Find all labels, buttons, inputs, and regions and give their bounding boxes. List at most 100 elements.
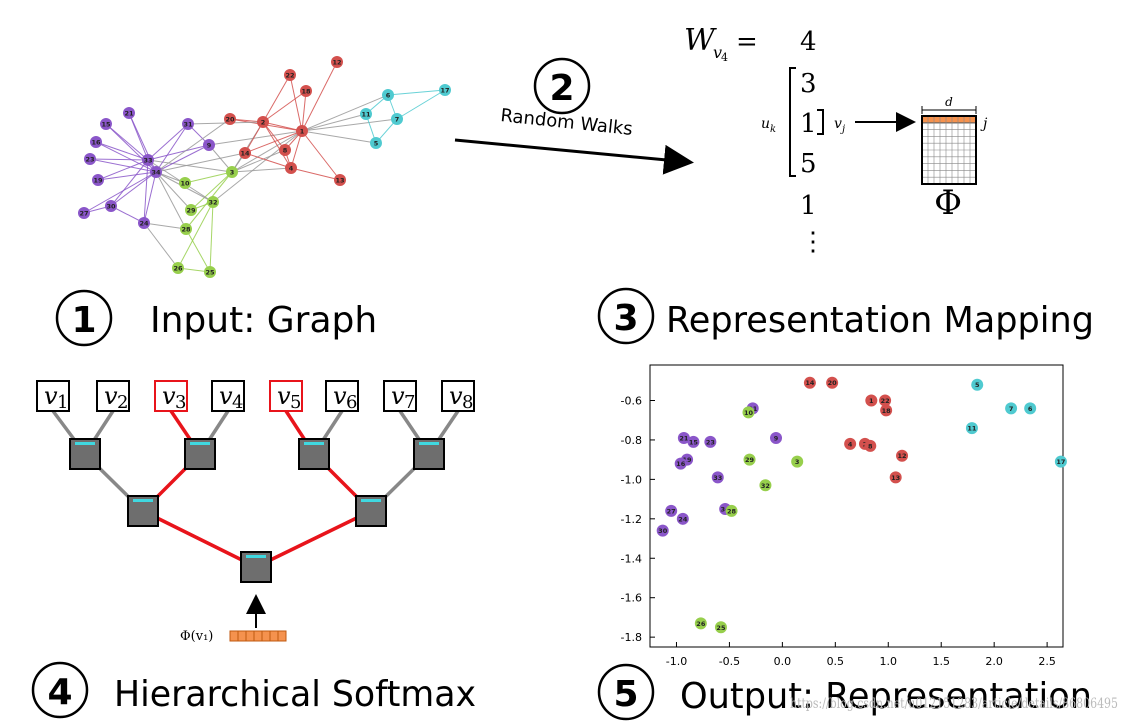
graph-edge	[147, 159, 233, 173]
graph-node-dot	[204, 266, 216, 278]
step-5-caption: 5 Output: Representation	[597, 663, 1092, 721]
graph-node-dot	[105, 200, 117, 212]
random-walks-label: Random Walks	[499, 105, 633, 140]
scatter-point-label: 18	[882, 407, 892, 415]
graph-node-label: 11	[361, 111, 371, 119]
scatter-point-dot	[1024, 402, 1037, 415]
graph-node: 32	[207, 196, 219, 208]
graph-edge	[147, 144, 210, 161]
graph-edge	[301, 94, 389, 132]
tree-leaf-label: v	[333, 382, 347, 410]
scatter-point-label: 28	[727, 507, 737, 515]
x-tick-label: 0.5	[827, 655, 845, 668]
graph-node-label: 34	[151, 169, 161, 177]
scatter-point-dot	[711, 471, 724, 484]
graph-node: 31	[182, 118, 194, 130]
scatter-point-label: 32	[761, 482, 770, 490]
scatter-point: 4	[844, 437, 857, 450]
graph-node-label: 31	[183, 121, 193, 129]
plot-frame	[649, 364, 1064, 648]
graph-edge	[301, 61, 338, 132]
softmax-node	[240, 551, 272, 583]
tree-input-label: Φ(v₁)	[180, 629, 213, 644]
graph-node-dot	[123, 107, 135, 119]
scatter-point-label: 29	[745, 456, 755, 464]
scatter-point-dot	[865, 394, 878, 407]
tree-leaf-label: v	[277, 382, 291, 410]
step-2-random-walks: 2 Random Walks	[454, 57, 694, 175]
graph-node: 5	[370, 137, 382, 149]
graph-node-label: 10	[180, 180, 190, 188]
scatter-point: 23	[704, 435, 717, 448]
graph-edge	[143, 171, 157, 224]
tree-leaf-sub: 5	[290, 392, 301, 413]
scatter-point-dot	[971, 378, 984, 391]
scatter-point: 8	[864, 439, 877, 452]
graph-node: 9	[203, 139, 215, 151]
y-tick-label: -0.8	[621, 434, 642, 447]
graph-node-dot	[300, 85, 312, 97]
scatter-point-dot	[965, 422, 978, 435]
graph-edge	[147, 123, 189, 161]
graph-edge	[290, 167, 341, 181]
graph-edge	[185, 228, 211, 273]
softmax-node	[298, 438, 330, 470]
walk-sequence: W v 4 = 4 3 1 5 1 ⋮ u k v j	[684, 23, 916, 257]
step-4-number: 4	[47, 672, 72, 713]
graph-node: 23	[84, 153, 96, 165]
step-4-circle	[31, 661, 89, 719]
scatter-point-label: 25	[716, 624, 726, 632]
scatter-point-dot	[770, 431, 783, 444]
center-bracket	[817, 109, 824, 135]
tree-leaf-box	[325, 380, 359, 412]
graph-edge	[155, 118, 231, 173]
graph-node-dot	[78, 207, 90, 219]
graph-node-dot	[100, 118, 112, 130]
graph-edge	[262, 74, 291, 123]
graph-node-dot	[285, 162, 297, 174]
graph-node-dot	[203, 139, 215, 151]
graph-node: 18	[300, 85, 312, 97]
graph-node-label: 19	[93, 177, 103, 185]
graph-edge	[301, 113, 367, 132]
tree-leaf-box	[154, 380, 188, 412]
graph-edge	[95, 141, 157, 173]
x-tick-label: -0.5	[719, 655, 740, 668]
walk-title-sub: v	[713, 43, 722, 62]
scatter-point-label: 10	[744, 409, 754, 417]
scatter-point: 30	[656, 524, 669, 537]
graph-edge	[184, 171, 233, 184]
scatter-point-dot	[656, 524, 669, 537]
graph-edge	[262, 121, 292, 169]
graph-node-dot	[439, 84, 451, 96]
walk-title: W	[684, 23, 717, 58]
graph-node: 16	[90, 136, 102, 148]
tree-leaf-label: v	[391, 382, 405, 410]
scatter-point: 33	[711, 471, 724, 484]
scatter-point-label: 27	[667, 507, 676, 515]
graph-node-label: 3	[230, 169, 235, 177]
input-vector-cell	[253, 630, 263, 642]
graph-node-dot	[90, 136, 102, 148]
scatter-point-dot	[687, 435, 700, 448]
phi-highlight-row	[921, 115, 977, 124]
graph-edge	[301, 130, 341, 181]
scatter-point-dot	[1054, 455, 1067, 468]
input-vector-cell	[277, 630, 287, 642]
graph-edge	[155, 171, 187, 230]
graph-node-dot	[179, 177, 191, 189]
graph-node-dot	[92, 174, 104, 186]
step-3-circle	[597, 287, 655, 345]
graph-edge	[231, 130, 303, 173]
graph-edge	[301, 130, 377, 144]
graph-node-label: 13	[335, 177, 344, 185]
tree-leaf-sub: 4	[232, 392, 243, 413]
window-bracket	[789, 67, 796, 177]
scatter-point-dot	[714, 621, 727, 634]
